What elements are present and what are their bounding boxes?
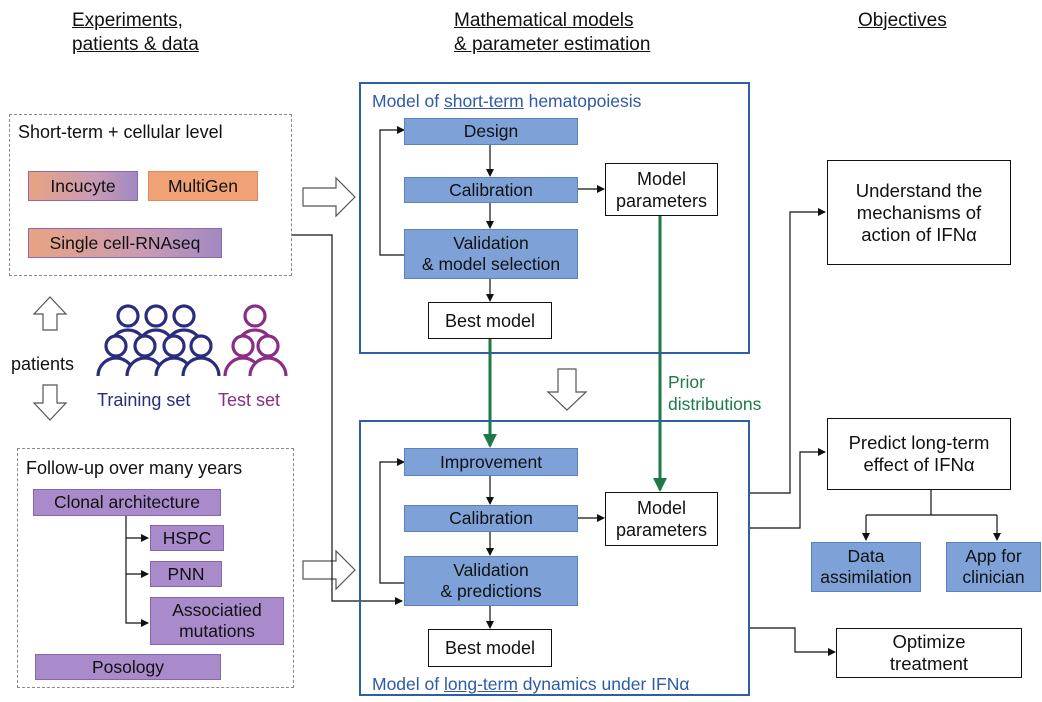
short-term-data-panel [9,114,292,276]
objective-understand: Understand the mechanisms of action of I… [827,160,1011,265]
step-calibration-long: Calibration [404,505,578,532]
model-parameters-long: Model parameters [605,492,718,546]
tag-multigen: MultiGen [148,171,258,201]
tag-incucyte: Incucyte [28,171,138,201]
header-objectives: Objectives [858,10,947,31]
tag-pnn: PNN [150,561,222,587]
objective-data-assimilation: Data assimilation [811,542,921,592]
short-term-data-title: Short-term + cellular level [18,122,223,142]
step-calibration-short: Calibration [404,177,578,203]
best-model-long: Best model [428,629,552,667]
tag-associated-mutations: Associatied mutations [150,597,284,645]
header-experiments: Experiments, patients & data [72,10,199,55]
long-term-model-panel [359,420,750,696]
objective-optimize-treatment: Optimize treatment [836,628,1022,678]
short-term-model-panel [359,82,750,354]
tag-scrnaseq: Single cell-RNAseq [28,228,222,258]
tag-posology: Posology [35,654,221,680]
hollow-arrow-up-patients [32,296,68,331]
step-design: Design [404,118,578,145]
step-improvement: Improvement [404,448,578,476]
patients-label: patients [11,354,75,374]
model-parameters-short: Model parameters [605,163,718,216]
tag-hspc: HSPC [150,525,224,551]
header-models: Mathematical models & parameter estimati… [454,10,651,55]
training-set-icon [96,304,221,377]
long-term-model-title: Model of long-term dynamics under IFNα [372,674,690,694]
step-validation-short: Validation & model selection [404,229,578,279]
hollow-arrow-down-center [546,368,588,411]
follow-up-title: Follow-up over many years [26,458,243,478]
hollow-arrow-right-top [302,176,356,218]
training-set-label: Training set [97,390,191,410]
step-validation-long: Validation & predictions [404,556,578,606]
hollow-arrow-down-patients [32,384,68,421]
follow-up-panel [17,448,294,688]
best-model-short: Best model [428,302,552,339]
objective-app-for-clinician: App for clinician [946,542,1041,592]
tag-clonal-architecture: Clonal architecture [33,489,221,516]
prior-distributions-label: Prior distributions [668,372,762,414]
test-set-label: Test set [218,390,281,410]
short-term-model-title: Model of short-term hematopoiesis [372,91,642,111]
objective-predict: Predict long-term effect of IFNα [827,418,1011,490]
test-set-icon [223,304,288,377]
hollow-arrow-right-bottom [302,549,356,591]
